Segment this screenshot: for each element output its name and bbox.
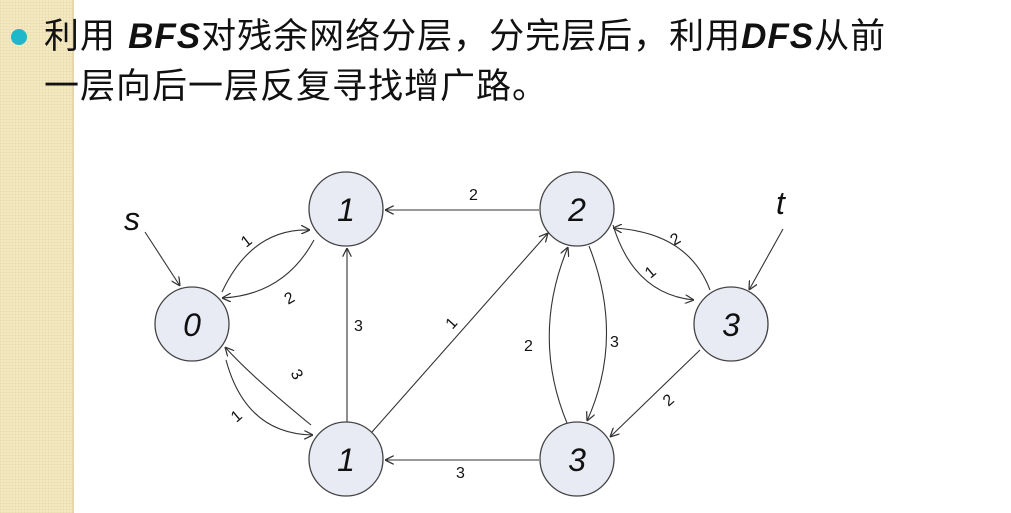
node-label: 3 [722, 307, 740, 343]
edge-F-E [610, 349, 701, 437]
edge-A-B [221, 230, 310, 293]
node-A: 0 [154, 286, 230, 362]
node-circle [308, 421, 384, 497]
text-segment: 利用 [44, 17, 129, 57]
text-line-1: 利用 BFS对残余网络分层，分完层后，利用DFS从前 [44, 12, 984, 62]
slide-text: 利用 BFS对残余网络分层，分完层后，利用DFS从前 一层向后一层反复寻找增广路… [44, 12, 984, 112]
decorative-side-strip [0, 0, 74, 513]
dfs-keyword: DFS [741, 17, 815, 56]
bfs-keyword: BFS [128, 17, 202, 56]
sink-label: t [776, 185, 786, 221]
node-circle [154, 286, 230, 362]
edge-label: 2 [668, 230, 684, 249]
text-segment: 从前 [814, 17, 887, 57]
edge-label: 3 [456, 465, 465, 482]
edge-C-D [371, 233, 548, 433]
source-pointer-arrow [144, 231, 180, 286]
node-label: 1 [337, 192, 355, 228]
edge-E-D [548, 247, 568, 424]
node-circle [693, 286, 769, 362]
node-label: 2 [567, 192, 586, 228]
node-label: 0 [183, 307, 201, 343]
edge-label: 2 [660, 391, 678, 410]
edge-label: 1 [228, 407, 246, 426]
node-C: 1 [308, 421, 384, 497]
edge-label: 3 [287, 367, 306, 383]
text-line-2: 一层向后一层反复寻找增广路。 [44, 67, 549, 107]
edge-F-D [613, 228, 711, 291]
edge-C-A [225, 347, 312, 426]
node-F: 3 [693, 286, 769, 362]
edge-label: 3 [610, 334, 619, 351]
edge-label: 1 [443, 315, 462, 333]
edge-B-A [222, 239, 315, 298]
node-E: 3 [539, 421, 615, 497]
node-label: 3 [568, 442, 586, 478]
edge-label: 2 [524, 338, 533, 355]
edge-label: 2 [469, 187, 478, 204]
edge-label: 1 [238, 232, 256, 251]
sink-pointer-arrow [749, 228, 784, 290]
edge-label: 3 [354, 318, 363, 335]
node-B: 1 [308, 171, 384, 247]
node-D: 2 [539, 171, 615, 247]
graph-edges [221, 210, 711, 460]
edge-A-C [225, 359, 313, 435]
node-circle [539, 171, 615, 247]
node-label: 1 [337, 442, 355, 478]
bullet-icon [11, 29, 27, 45]
text-segment: 对残余网络分层，分完层后，利用 [201, 17, 742, 57]
node-circle [539, 421, 615, 497]
node-circle [308, 171, 384, 247]
edge-label: 2 [282, 289, 298, 308]
source-label: s [124, 201, 140, 237]
edge-D-F [612, 224, 694, 300]
edge-D-E [587, 245, 608, 421]
